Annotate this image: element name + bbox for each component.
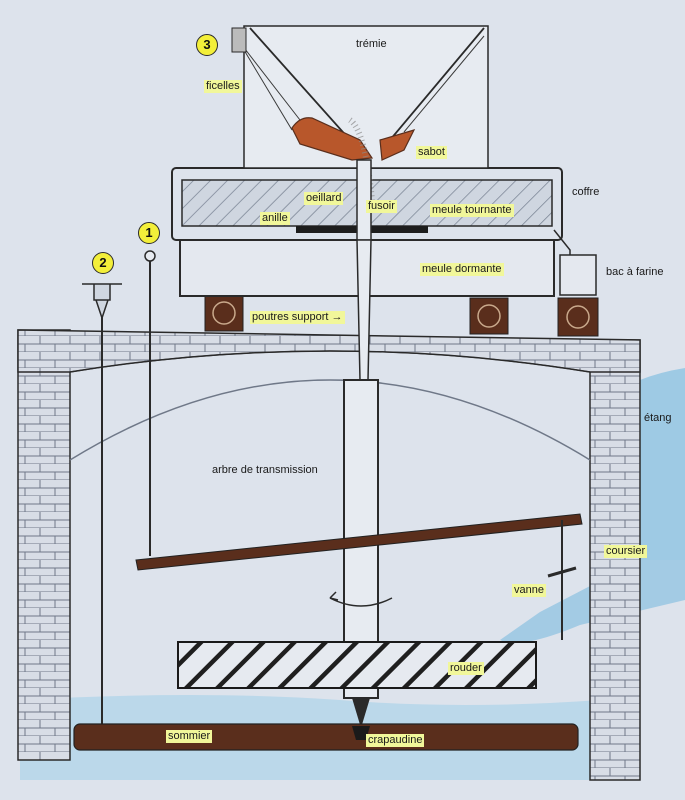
label-oeillard: oeillard (304, 192, 344, 205)
lever-bar-1 (135, 513, 583, 571)
tremie-bracket (231, 27, 247, 53)
label-coffre: coffre (572, 186, 600, 198)
shaft-pivot (352, 698, 370, 728)
label-fusoir: fusoir (366, 200, 397, 213)
crapaudine-bearing (352, 726, 370, 740)
arch-curve-inner (69, 350, 591, 373)
label-rouder: rouder (448, 662, 484, 675)
rotation-arrow (329, 597, 393, 607)
label-poutres-support: poutres support → (250, 311, 345, 324)
sommier-beam (73, 723, 579, 751)
beam-right (557, 297, 599, 337)
right-wall (589, 339, 641, 781)
label-anille: anille (260, 212, 290, 225)
grain-flow (348, 117, 375, 201)
beam-left-grain (212, 301, 236, 325)
marker-3: 3 (196, 34, 218, 56)
ficelles-strings (237, 35, 485, 133)
marker-2: 2 (92, 252, 114, 274)
label-meule-tournante: meule tournante (430, 204, 514, 217)
lever-1-ring (144, 250, 156, 262)
label-sabot: sabot (416, 146, 447, 159)
label-vanne: vanne (512, 584, 546, 597)
label-sommier: sommier (166, 730, 213, 743)
bac-a-farine (559, 254, 597, 296)
label-ficelles: ficelles (204, 80, 242, 93)
label-arbre-de-transmission: arbre de transmission (212, 464, 318, 476)
sabot-shoe (291, 117, 374, 161)
label-coursier: coursier (604, 545, 648, 558)
label-meule-dormante: meule dormante (420, 263, 504, 276)
beam-left (204, 294, 244, 332)
beam-right-grain (566, 305, 590, 329)
lever-2-crank (82, 283, 122, 321)
label-tremie: trémie (356, 38, 387, 50)
beam-middle (469, 297, 509, 335)
label-etang: étang (644, 412, 672, 424)
rotation-arrow-head (329, 591, 339, 601)
tremie-funnel (249, 27, 485, 141)
left-wall (17, 329, 71, 761)
label-bac-a-farine: bac à farine (606, 266, 664, 278)
beam-middle-grain (477, 304, 501, 328)
arch-curve (69, 379, 591, 461)
etang-water (640, 368, 685, 560)
sabot-right (379, 129, 416, 161)
marker-1: 1 (138, 222, 160, 244)
transmission-shaft-taper (356, 239, 372, 381)
vanne-gate (547, 566, 577, 578)
label-crapaudine: crapaudine (366, 734, 425, 747)
